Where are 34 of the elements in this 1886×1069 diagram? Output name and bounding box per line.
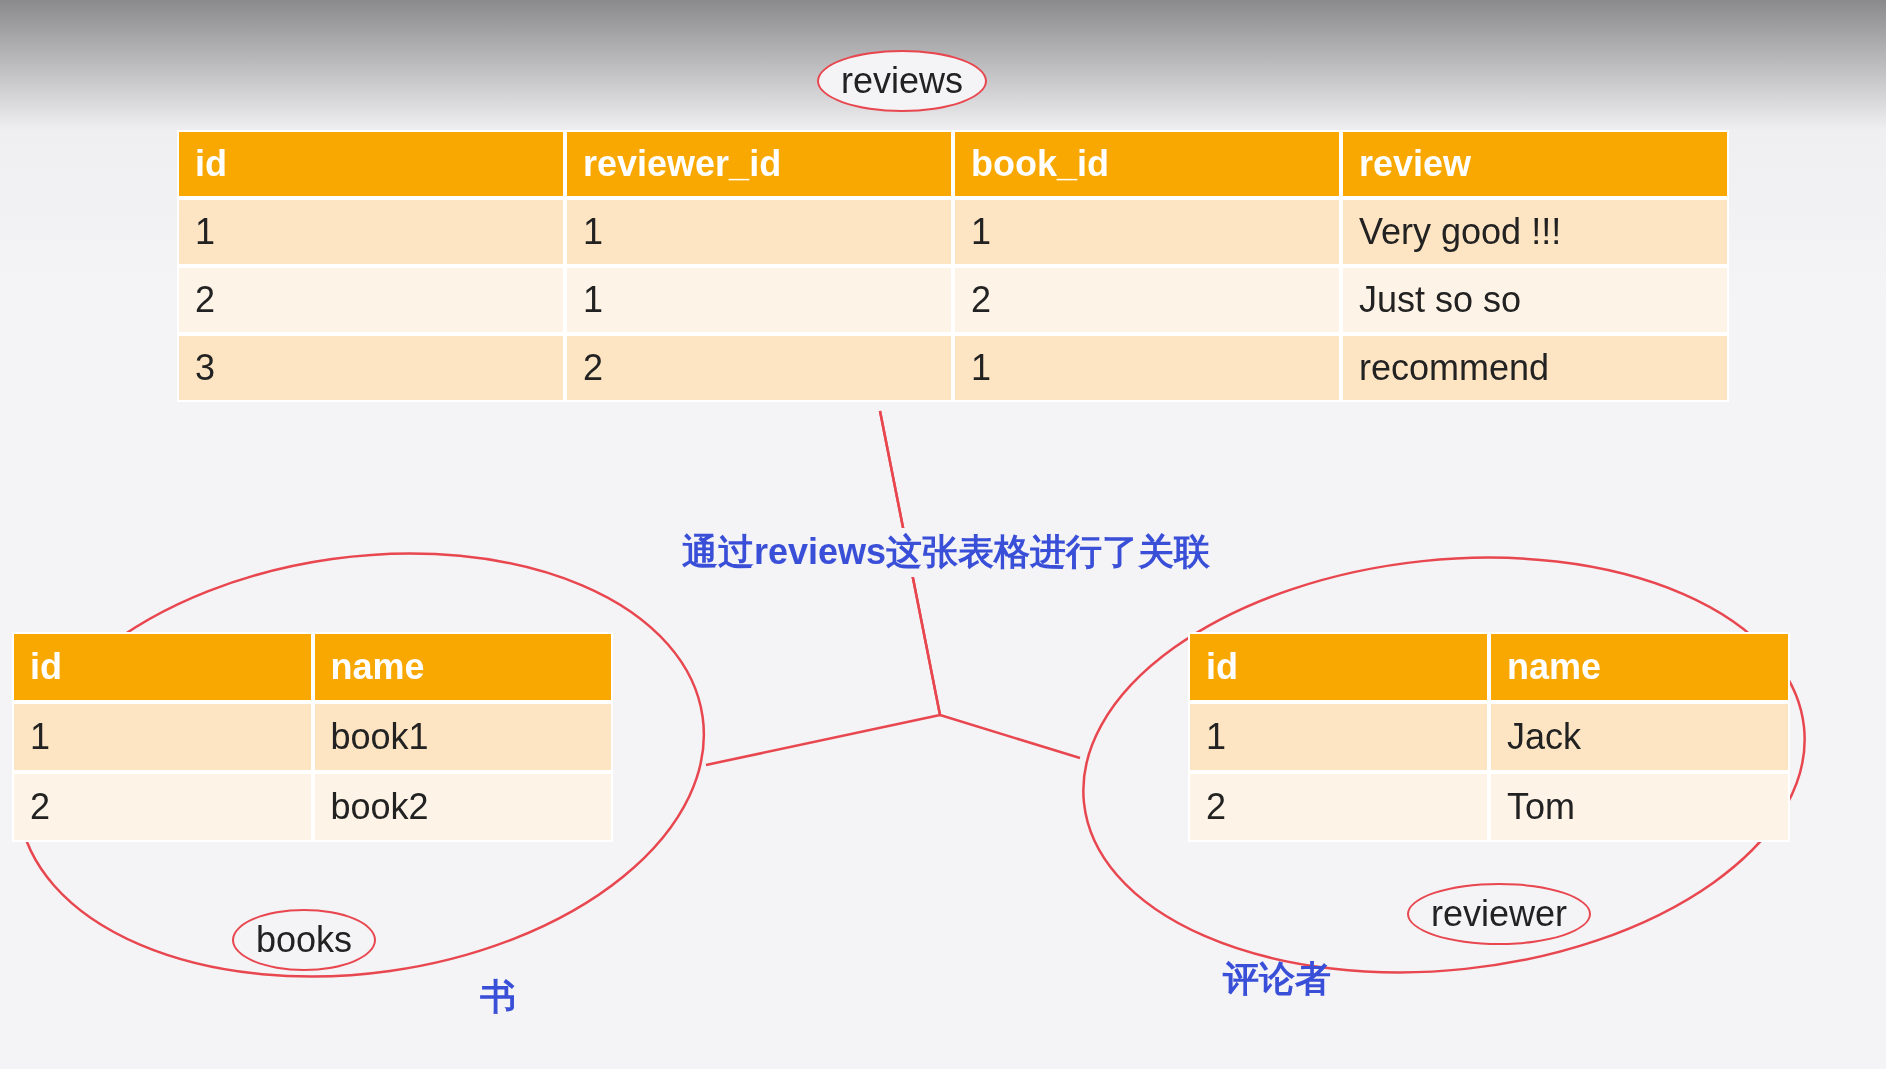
table-name: books — [232, 909, 377, 971]
table-entry: 1 — [177, 198, 565, 266]
table-entry: 1 — [1188, 702, 1489, 772]
table-name: reviews — [817, 50, 988, 112]
table-entry: 2 — [953, 266, 1341, 334]
column-header: name — [1489, 632, 1790, 702]
column-header: name — [312, 632, 613, 702]
annotation-text: 书 — [480, 975, 516, 1019]
table-name: reviewer — [1407, 883, 1592, 945]
table-entry: 2 — [177, 266, 565, 334]
column-header: id — [1188, 632, 1489, 702]
column-header: id — [177, 130, 565, 198]
table-entry: 2 — [565, 334, 953, 402]
table-entry: Very good !!! — [1341, 198, 1729, 266]
table-entry: book1 — [312, 702, 613, 772]
table-entry: Tom — [1489, 772, 1790, 842]
table-entry: recommend — [1341, 334, 1729, 402]
column-header: id — [12, 632, 313, 702]
column-header: book_id — [953, 130, 1341, 198]
table-entry: 2 — [1188, 772, 1489, 842]
connector-line — [878, 410, 1081, 760]
table-entry: 1 — [565, 266, 953, 334]
table-entry: Just so so — [1341, 266, 1729, 334]
table-entry: 1 — [953, 198, 1341, 266]
table-entry: Jack — [1489, 702, 1790, 772]
column-header: reviewer_id — [565, 130, 953, 198]
table-entry: 1 — [565, 198, 953, 266]
column-header: review — [1341, 130, 1729, 198]
table-entry: 1 — [953, 334, 1341, 402]
table-entry: 2 — [12, 772, 313, 842]
table-entry: 3 — [177, 334, 565, 402]
annotation-text: 评论者 — [1223, 957, 1331, 1001]
table-entry: book2 — [312, 772, 613, 842]
table-entry: 1 — [12, 702, 313, 772]
